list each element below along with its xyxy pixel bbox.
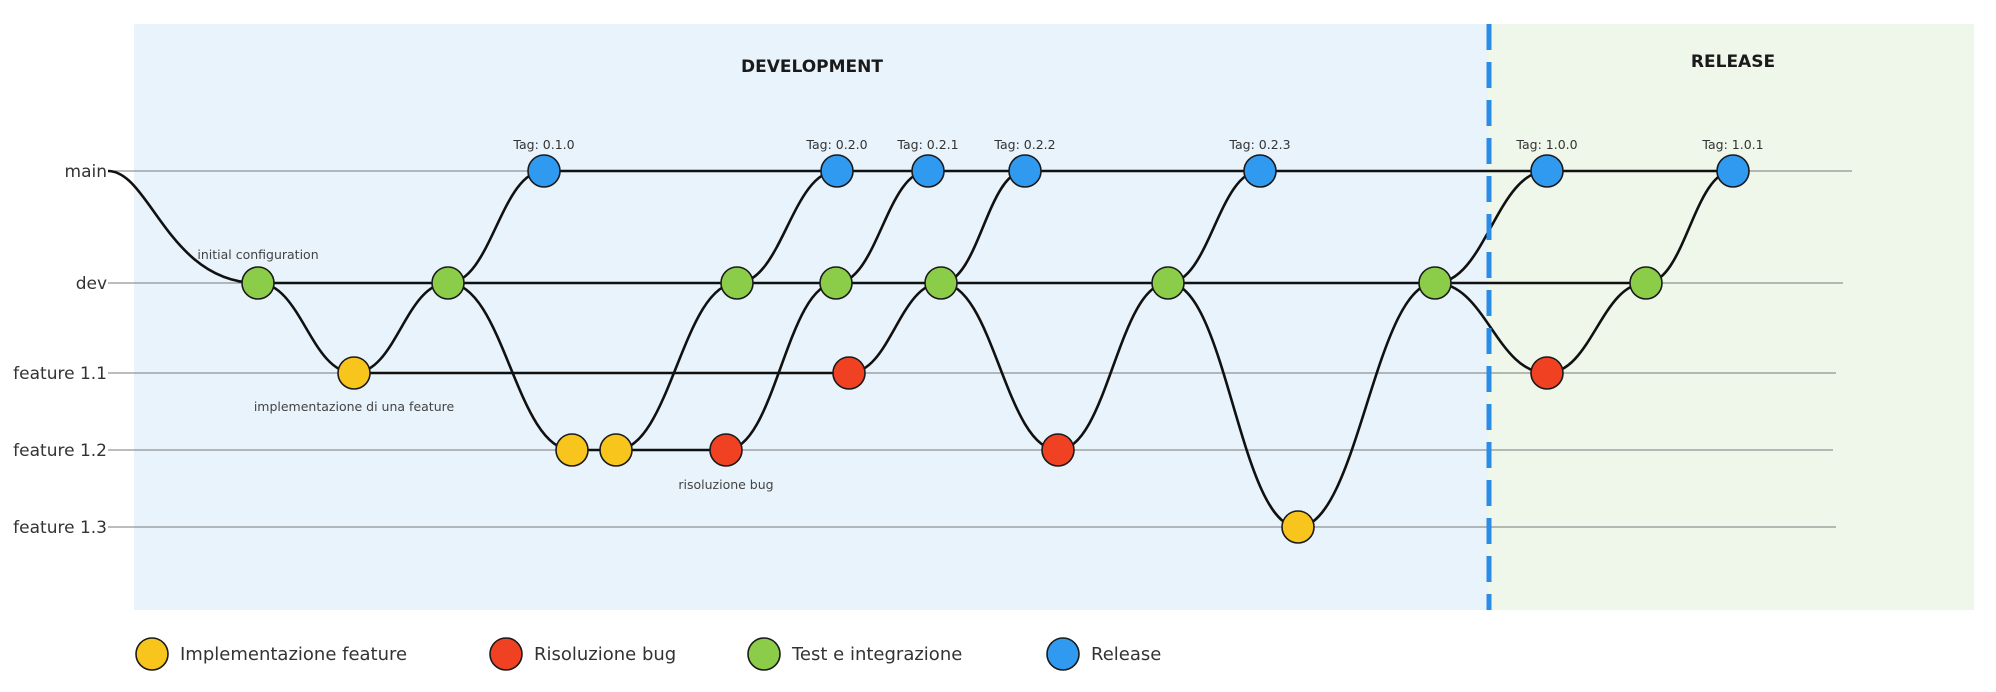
release-zone — [1488, 24, 1974, 610]
legend-swatch-bug — [489, 637, 523, 671]
commit-release-m1[interactable] — [527, 154, 561, 188]
commit-bug-f12c[interactable] — [709, 433, 743, 467]
legend-label-test: Test e integrazione — [791, 644, 962, 665]
branch-label-f13: feature 1.3 — [13, 518, 107, 538]
edge-f12c-d4 — [725, 281, 837, 452]
branch-label-f11: feature 1.1 — [13, 364, 107, 384]
branch-label-main: main — [65, 162, 107, 182]
commit-bug-f11b[interactable] — [832, 356, 866, 390]
legend-swatch-release — [1046, 637, 1080, 671]
edge-f12b-d3 — [615, 281, 738, 452]
legend-swatch-feature — [135, 637, 169, 671]
tag-label: Tag: 1.0.1 — [1701, 137, 1763, 152]
tag-label: Tag: 1.0.0 — [1515, 137, 1577, 152]
commits-layer — [241, 154, 1750, 544]
legend-label-release: Release — [1091, 644, 1161, 665]
edge-main-start — [107, 169, 259, 285]
annotation-f12c: risoluzione bug — [678, 477, 773, 492]
edge-d6-f13a — [1167, 281, 1299, 529]
development-zone — [134, 24, 1488, 610]
commit-test-d8[interactable] — [1629, 266, 1663, 300]
commit-test-d2[interactable] — [431, 266, 465, 300]
edge-f12d-d6 — [1057, 281, 1169, 452]
commit-test-d1[interactable] — [241, 266, 275, 300]
legend: Implementazione feature Risoluzione bug Te… — [135, 637, 1161, 671]
commit-release-m2[interactable] — [820, 154, 854, 188]
commit-bug-f12d[interactable] — [1041, 433, 1075, 467]
tag-label: Tag: 0.2.1 — [896, 137, 958, 152]
tag-label: Tag: 0.2.0 — [805, 137, 867, 152]
tag-label: Tag: 0.1.0 — [512, 137, 574, 152]
commit-feature-f13a[interactable] — [1281, 510, 1315, 544]
annotation-f11a: implementazione di una feature — [254, 399, 455, 414]
commit-release-m4[interactable] — [1008, 154, 1042, 188]
commit-test-d5[interactable] — [924, 266, 958, 300]
legend-item-release: Release — [1046, 637, 1161, 671]
commit-test-d7[interactable] — [1418, 266, 1452, 300]
commit-release-m7[interactable] — [1716, 154, 1750, 188]
edge-f13a-d7 — [1297, 281, 1436, 529]
edge-d2-f12a — [447, 281, 573, 452]
commit-test-d4[interactable] — [819, 266, 853, 300]
commit-release-m6[interactable] — [1530, 154, 1564, 188]
branch-label-f12: feature 1.2 — [13, 441, 107, 461]
legend-swatch-test — [747, 637, 781, 671]
labels-layer: main dev feature 1.1 feature 1.2 feature 1.3… — [13, 137, 1763, 538]
commit-release-m3[interactable] — [911, 154, 945, 188]
commit-test-d3[interactable] — [720, 266, 754, 300]
tag-label: Tag: 0.2.3 — [1228, 137, 1290, 152]
commit-bug-f11c[interactable] — [1530, 356, 1564, 390]
development-title: DEVELOPMENT — [741, 57, 883, 77]
legend-item-bug: Risoluzione bug — [489, 637, 676, 671]
legend-label-feature: Implementazione feature — [180, 644, 407, 665]
tag-label: Tag: 0.2.2 — [993, 137, 1055, 152]
annotation-d1: initial configuration — [197, 247, 318, 262]
branch-label-dev: dev — [76, 274, 107, 294]
legend-item-test: Test e integrazione — [747, 637, 962, 671]
release-title: RELEASE — [1691, 52, 1775, 72]
edge-d5-f12d — [940, 281, 1059, 452]
legend-label-bug: Risoluzione bug — [534, 644, 676, 665]
commit-feature-f11a[interactable] — [337, 356, 371, 390]
commit-release-m5[interactable] — [1243, 154, 1277, 188]
commit-feature-f12b[interactable] — [599, 433, 633, 467]
legend-item-feature: Implementazione feature — [135, 637, 407, 671]
commit-feature-f12a[interactable] — [555, 433, 589, 467]
commit-test-d6[interactable] — [1151, 266, 1185, 300]
